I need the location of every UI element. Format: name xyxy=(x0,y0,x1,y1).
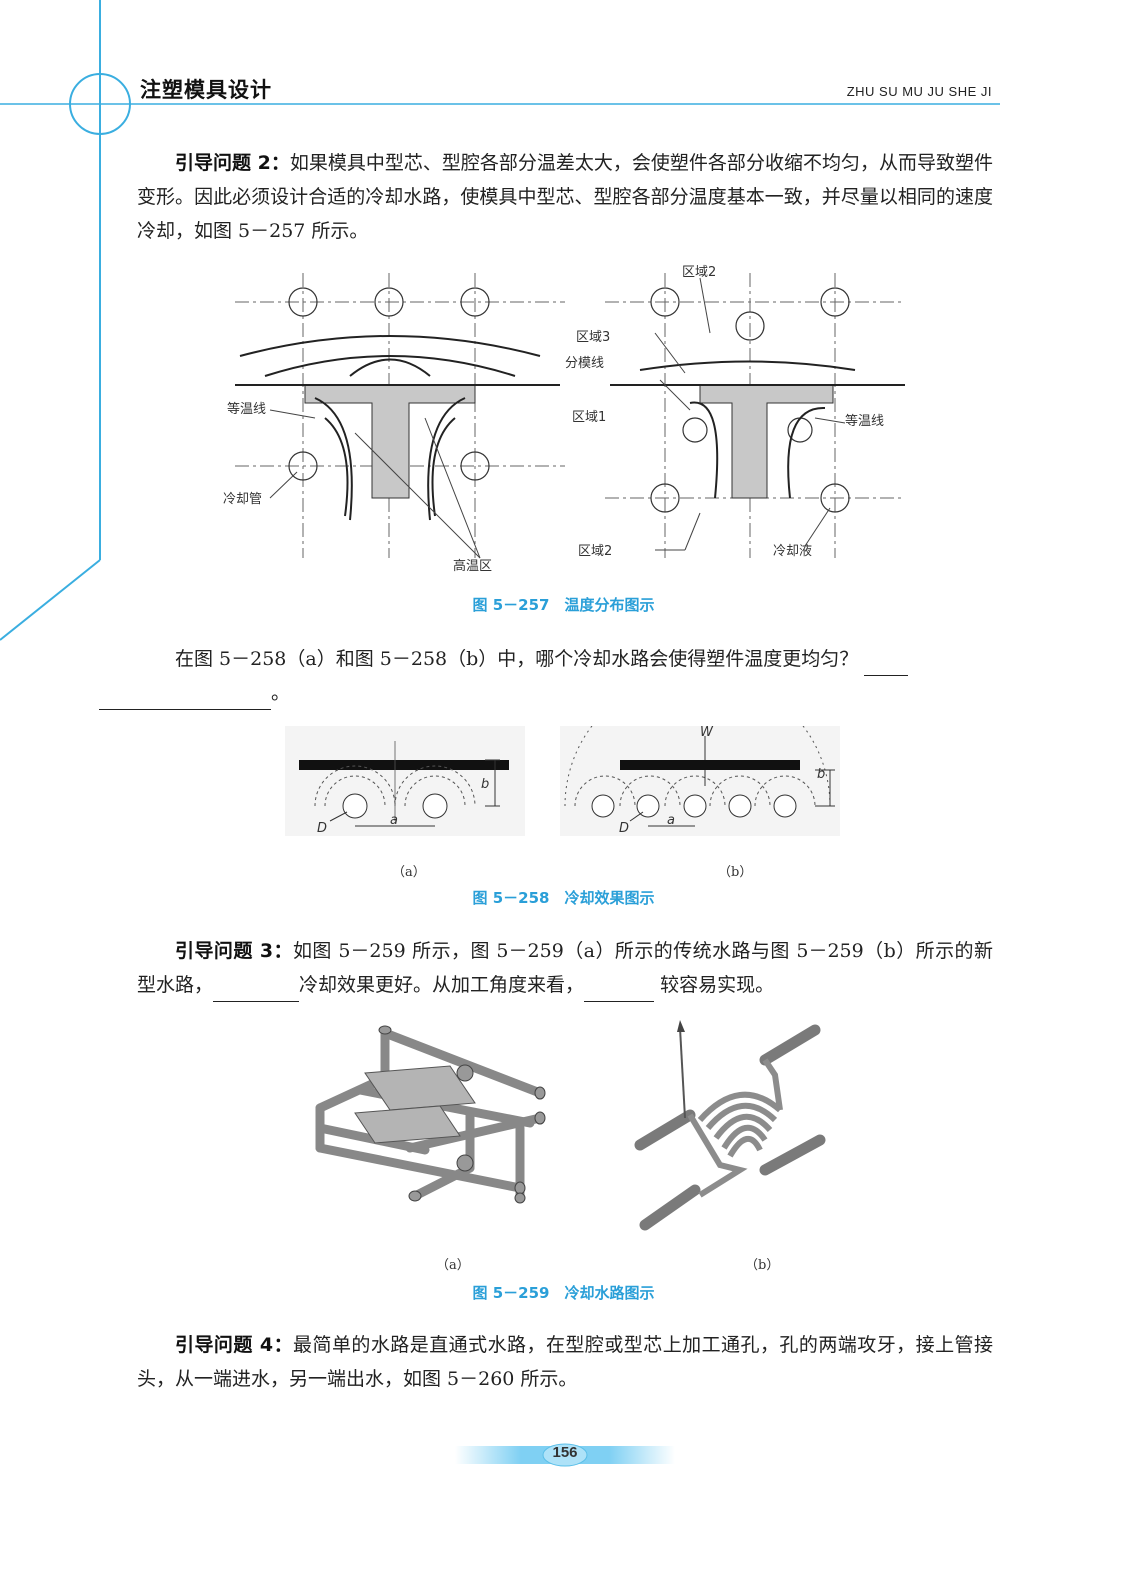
figure-258-sub-a: （a） xyxy=(392,865,426,880)
fig258b-sym-a: a xyxy=(667,813,675,828)
figure-259a-traditional-channels xyxy=(315,1025,546,1204)
figure-258-caption: 图 5－258 冷却效果图示 xyxy=(472,889,655,907)
question-3-text-2: 冷却效果更好。从加工角度来看， xyxy=(299,974,585,996)
figure-257: 等温线 冷却管 高温区 区域2 区域3 分模线 区域1 等温线 区域2 冷却液 xyxy=(223,265,905,574)
label-parting-line: 分模线 xyxy=(565,356,604,371)
fig258a-sym-D: D xyxy=(317,821,327,836)
figure-258-sub-b: （b） xyxy=(718,865,753,880)
question-4-paragraph: 引导问题 4：最简单的水路是直通式水路，在型腔或型芯上加工通孔，孔的两端攻牙，接… xyxy=(137,1328,993,1396)
answer-blank-258-line1[interactable] xyxy=(864,653,909,676)
question-4-label: 引导问题 4： xyxy=(175,1334,294,1356)
label-hot-zone: 高温区 xyxy=(453,558,492,574)
question-3-paragraph: 引导问题 3：如图 5－259 所示，图 5－259（a）所示的传统水路与图 5… xyxy=(137,934,993,1002)
header-title: 注塑模具设计 xyxy=(140,78,272,102)
figure-257-caption: 图 5－257 温度分布图示 xyxy=(472,596,655,614)
label-isotherm-left: 等温线 xyxy=(227,401,266,417)
fig258a-sym-b: b xyxy=(481,777,489,792)
figure-259b-conformal-channels xyxy=(634,1020,826,1231)
question-3-text-3: 较容易实现。 xyxy=(654,974,775,996)
figure-258: D a b W D a b xyxy=(285,726,840,836)
question-2-text: 如果模具中型芯、型腔各部分温差太大，会使塑件各部分收缩不均匀，从而导致塑件变形。… xyxy=(137,152,993,242)
label-zone1: 区域1 xyxy=(572,410,606,425)
question-4-text: 最简单的水路是直通式水路，在型腔或型芯上加工通孔，孔的两端攻牙，接上管接头，从一… xyxy=(137,1334,993,1390)
question-258-paragraph: 在图 5－258（a）和图 5－258（b）中，哪个冷却水路会使得塑件温度更均匀… xyxy=(99,642,993,710)
figure-259-sub-a: （a） xyxy=(436,1258,470,1273)
page-number-banner xyxy=(455,1443,675,1467)
answer-blank-q3-1[interactable] xyxy=(213,979,300,1002)
page-number: 156 xyxy=(552,1444,578,1461)
label-coolant: 冷却液 xyxy=(773,544,812,559)
fig258b-sym-W: W xyxy=(700,726,714,740)
question-2-label: 引导问题 2： xyxy=(175,152,290,174)
question-3-text-1: 如图 5－259 所示，图 5－259（a）所示的传统水路与图 5－259（b）… xyxy=(137,940,993,996)
fig258b-sym-b: b xyxy=(817,767,825,782)
label-zone2-bottom: 区域2 xyxy=(578,544,612,559)
fig258a-sym-a: a xyxy=(390,813,398,828)
question-2-paragraph: 引导问题 2：如果模具中型芯、型腔各部分温差太大，会使塑件各部分收缩不均匀，从而… xyxy=(137,146,993,248)
answer-blank-258-line2[interactable] xyxy=(99,687,271,710)
figure-259-sub-b: （b） xyxy=(745,1258,780,1273)
question-3-label: 引导问题 3： xyxy=(175,940,293,962)
question-258-end: 。 xyxy=(271,682,291,704)
label-zone2-top: 区域2 xyxy=(682,265,716,280)
answer-blank-q3-2[interactable] xyxy=(584,979,655,1002)
header-pinyin: ZHU SU MU JU SHE JI xyxy=(846,84,992,99)
label-zone3: 区域3 xyxy=(576,330,610,345)
label-cooling-pipe: 冷却管 xyxy=(223,492,262,507)
question-258-text: 在图 5－258（a）和图 5－258（b）中，哪个冷却水路会使得塑件温度更均匀… xyxy=(175,648,859,670)
fig258b-sym-D: D xyxy=(619,821,629,836)
label-isotherm-right: 等温线 xyxy=(845,413,884,429)
figure-259-caption: 图 5－259 冷却水路图示 xyxy=(472,1284,655,1302)
